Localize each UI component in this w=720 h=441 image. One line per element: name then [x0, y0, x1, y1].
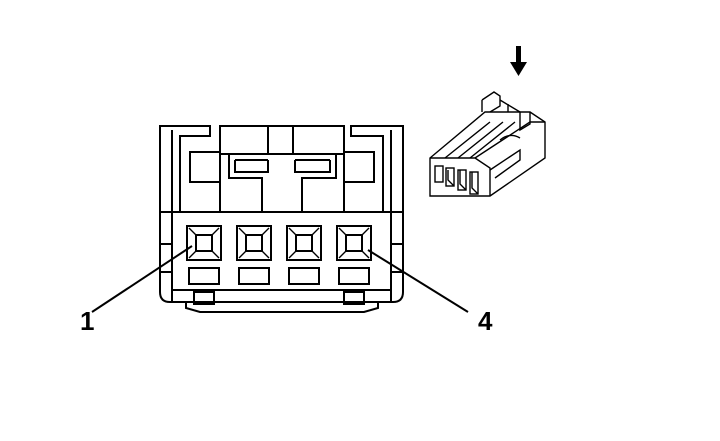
- connector-body-outline-right: [350, 125, 404, 213]
- terminal-2: [236, 225, 272, 261]
- iso-front-edge: [430, 157, 491, 196]
- iso-slot-lines: [444, 121, 516, 159]
- connector-face-view: [159, 125, 404, 313]
- terminal-1: [186, 225, 222, 261]
- pin-label-4: 4: [478, 306, 493, 336]
- iso-outline: [429, 111, 546, 197]
- connector-housing: [159, 126, 404, 303]
- bottom-foot-right: [343, 291, 365, 305]
- terminal-lance-1: [188, 267, 220, 285]
- terminal-4: [336, 225, 372, 261]
- side-key-left: [159, 243, 173, 273]
- iso-cavity-1: [434, 165, 444, 183]
- side-notch-left: [189, 151, 221, 183]
- iso-top-rib: [519, 112, 531, 132]
- lock-tab-outer: [219, 154, 345, 212]
- connector-isometric-view: [429, 91, 546, 197]
- bottom-rail: [172, 289, 391, 313]
- bottom-foot-left: [193, 291, 215, 305]
- leader-line-pin-1: [91, 245, 193, 313]
- down-arrow-icon: [510, 46, 527, 76]
- iso-side-rib: [489, 148, 521, 179]
- side-notch-right: [343, 151, 375, 183]
- iso-cavity-4: [469, 171, 479, 195]
- leader-line-pin-4: [367, 249, 469, 313]
- iso-lock-latch: [481, 91, 501, 113]
- lock-tab: [228, 153, 337, 213]
- iso-curve-detail: [499, 134, 521, 141]
- terminal-lance-3: [288, 267, 320, 285]
- iso-latch-detail: [499, 99, 521, 113]
- terminal-lance-4: [338, 267, 370, 285]
- lock-tab-inner: [234, 160, 331, 173]
- terminal-lance-2: [238, 267, 270, 285]
- iso-top-edge: [474, 121, 545, 159]
- terminal-3: [286, 225, 322, 261]
- iso-terminal-cavities: [447, 170, 479, 195]
- top-lock-outer: [219, 125, 345, 155]
- iso-cavity-3: [457, 169, 467, 191]
- terminal-row: [186, 225, 372, 285]
- connector-body-outline: [159, 125, 211, 213]
- iso-cavity-2: [445, 167, 455, 187]
- side-key-right: [390, 243, 404, 273]
- pin-label-1: 1: [80, 306, 94, 336]
